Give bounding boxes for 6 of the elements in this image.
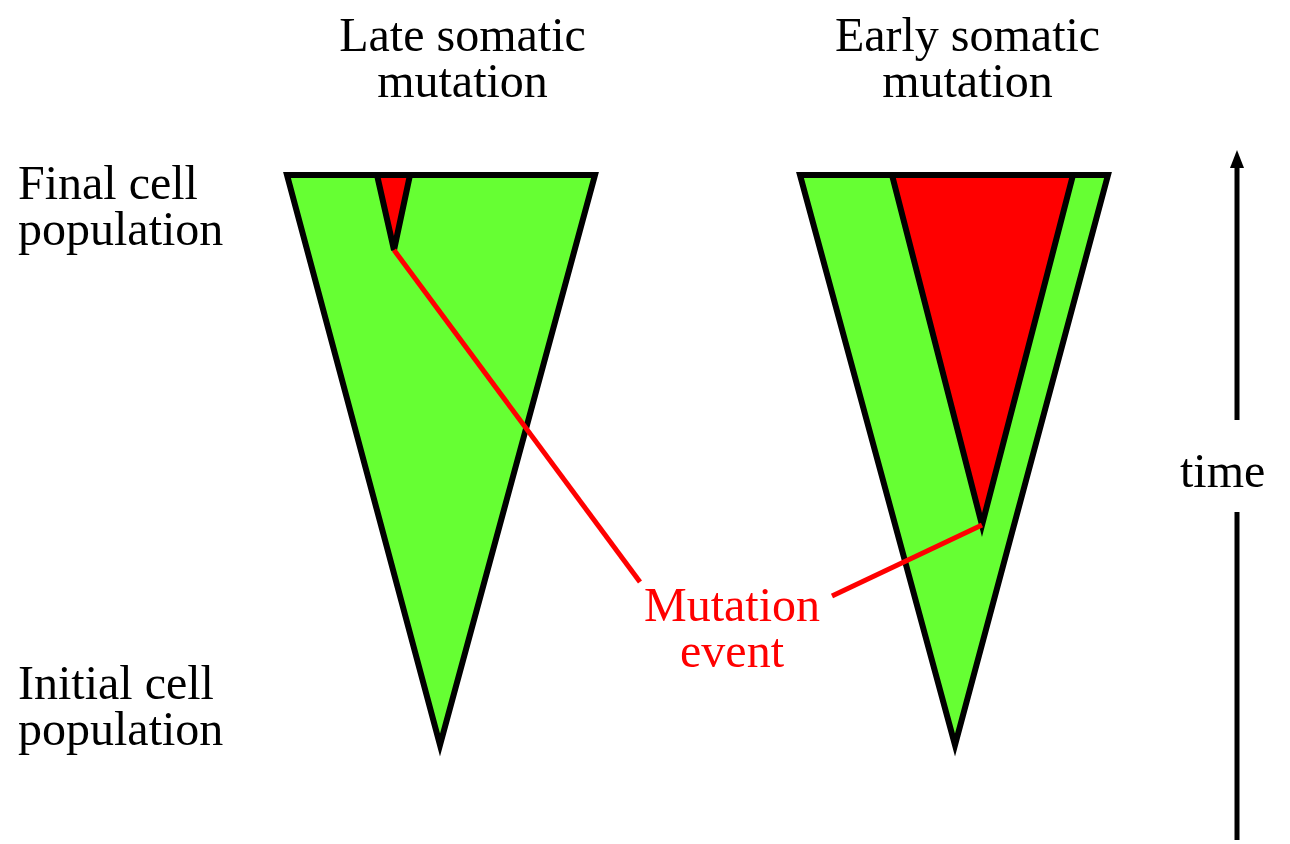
column-heading: Early somatic mutation: [833, 12, 1102, 104]
column-heading: Late somatic mutation: [338, 12, 587, 104]
axis-label: time: [1180, 448, 1267, 494]
leader-line: [392, 248, 642, 584]
annotation-text: Mutation event: [622, 582, 842, 674]
leader-line: [830, 522, 984, 599]
